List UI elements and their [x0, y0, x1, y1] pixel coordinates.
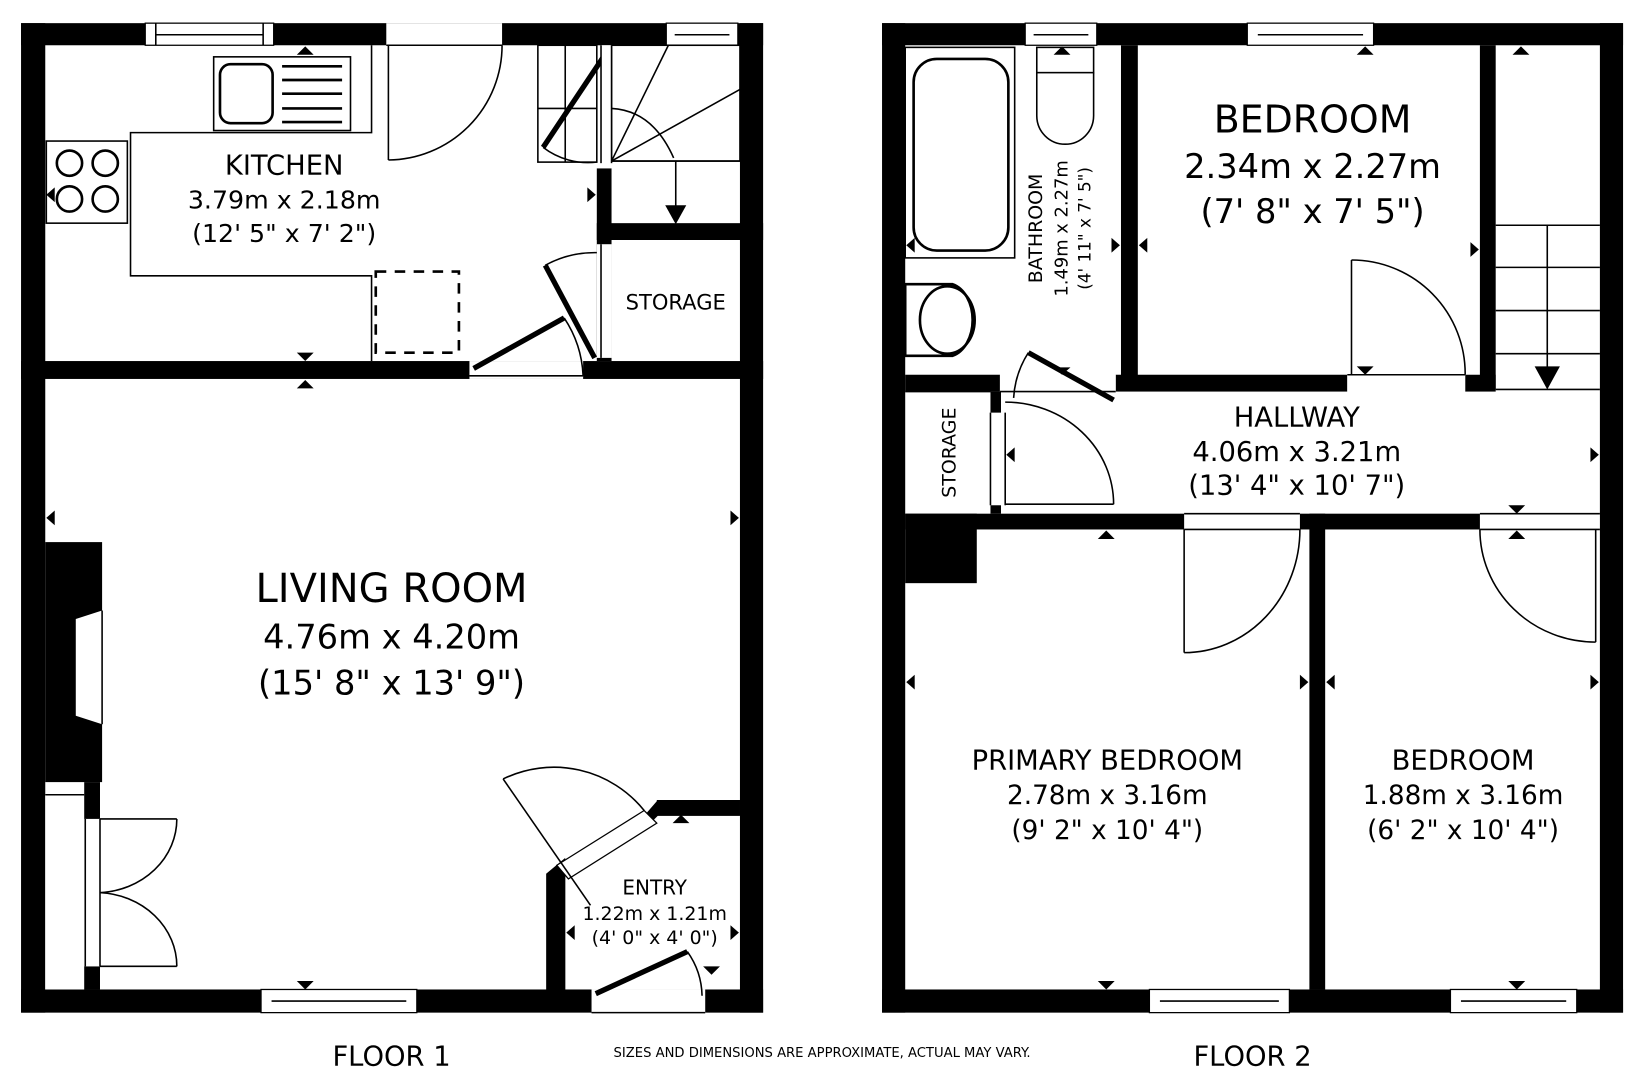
bathtub-icon	[904, 46, 1016, 259]
staircase	[1495, 224, 1600, 391]
room-name-bedroom-2: BEDROOM	[1392, 745, 1535, 776]
dimension-markers	[46, 46, 739, 990]
room-imperial-bedroom-small: (7' 8" x 7' 5")	[1200, 192, 1424, 231]
washbasin-icon	[903, 282, 976, 358]
staircase	[537, 44, 741, 225]
room-name-living-room: LIVING ROOM	[256, 566, 528, 612]
room-name-bathroom: BATHROOM	[1025, 174, 1047, 284]
room-imperial-hallway: (13' 4" x 10' 7")	[1188, 471, 1405, 502]
floor-2: BATHROOM 1.49m x 2.27m (4' 11" x 7' 5") …	[882, 22, 1624, 1014]
room-name-entry: ENTRY	[622, 876, 687, 900]
room-imperial-entry: (4' 0" x 4' 0")	[592, 927, 718, 949]
room-name-storage: STORAGE	[626, 289, 726, 314]
room-imperial-primary-bedroom: (9' 2" x 10' 4")	[1011, 816, 1203, 846]
sink-icon	[212, 56, 352, 132]
dimension-markers	[906, 46, 1599, 990]
appliance-placeholder	[374, 270, 461, 354]
room-name-storage-2: STORAGE	[939, 408, 961, 498]
disclaimer: SIZES AND DIMENSIONS ARE APPROXIMATE, AC…	[614, 1046, 1031, 1061]
stove-icon	[45, 140, 129, 224]
room-metric-primary-bedroom: 2.78m x 3.16m	[1007, 781, 1208, 811]
room-metric-bathroom: 1.49m x 2.27m	[1051, 160, 1072, 296]
floor-2-label: FLOOR 2	[1193, 1041, 1311, 1072]
room-name-primary-bedroom: PRIMARY BEDROOM	[972, 745, 1243, 776]
room-imperial-kitchen: (12' 5" x 7' 2")	[192, 219, 376, 248]
toilet-icon	[1035, 46, 1095, 145]
room-imperial-bathroom: (4' 11" x 7' 5")	[1074, 167, 1094, 290]
room-imperial-bedroom-2: (6' 2" x 10' 4")	[1367, 816, 1559, 846]
floor-1-label: FLOOR 1	[332, 1041, 450, 1072]
room-metric-bedroom-2: 1.88m x 3.16m	[1363, 781, 1564, 811]
fireplace	[45, 542, 103, 783]
floor-1: KITCHEN 3.79m x 2.18m (12' 5" x 7' 2") S…	[21, 22, 764, 1014]
room-metric-kitchen: 3.79m x 2.18m	[188, 185, 381, 214]
room-name-kitchen: KITCHEN	[225, 151, 344, 182]
room-metric-entry: 1.22m x 1.21m	[582, 903, 726, 925]
room-metric-living-room: 4.76m x 4.20m	[263, 617, 520, 656]
room-metric-hallway: 4.06m x 3.21m	[1192, 437, 1401, 468]
room-name-bedroom-small: BEDROOM	[1214, 98, 1412, 142]
room-imperial-living-room: (15' 8" x 13' 9")	[258, 664, 525, 703]
room-metric-bedroom-small: 2.34m x 2.27m	[1184, 147, 1441, 186]
room-name-hallway: HALLWAY	[1234, 402, 1360, 433]
